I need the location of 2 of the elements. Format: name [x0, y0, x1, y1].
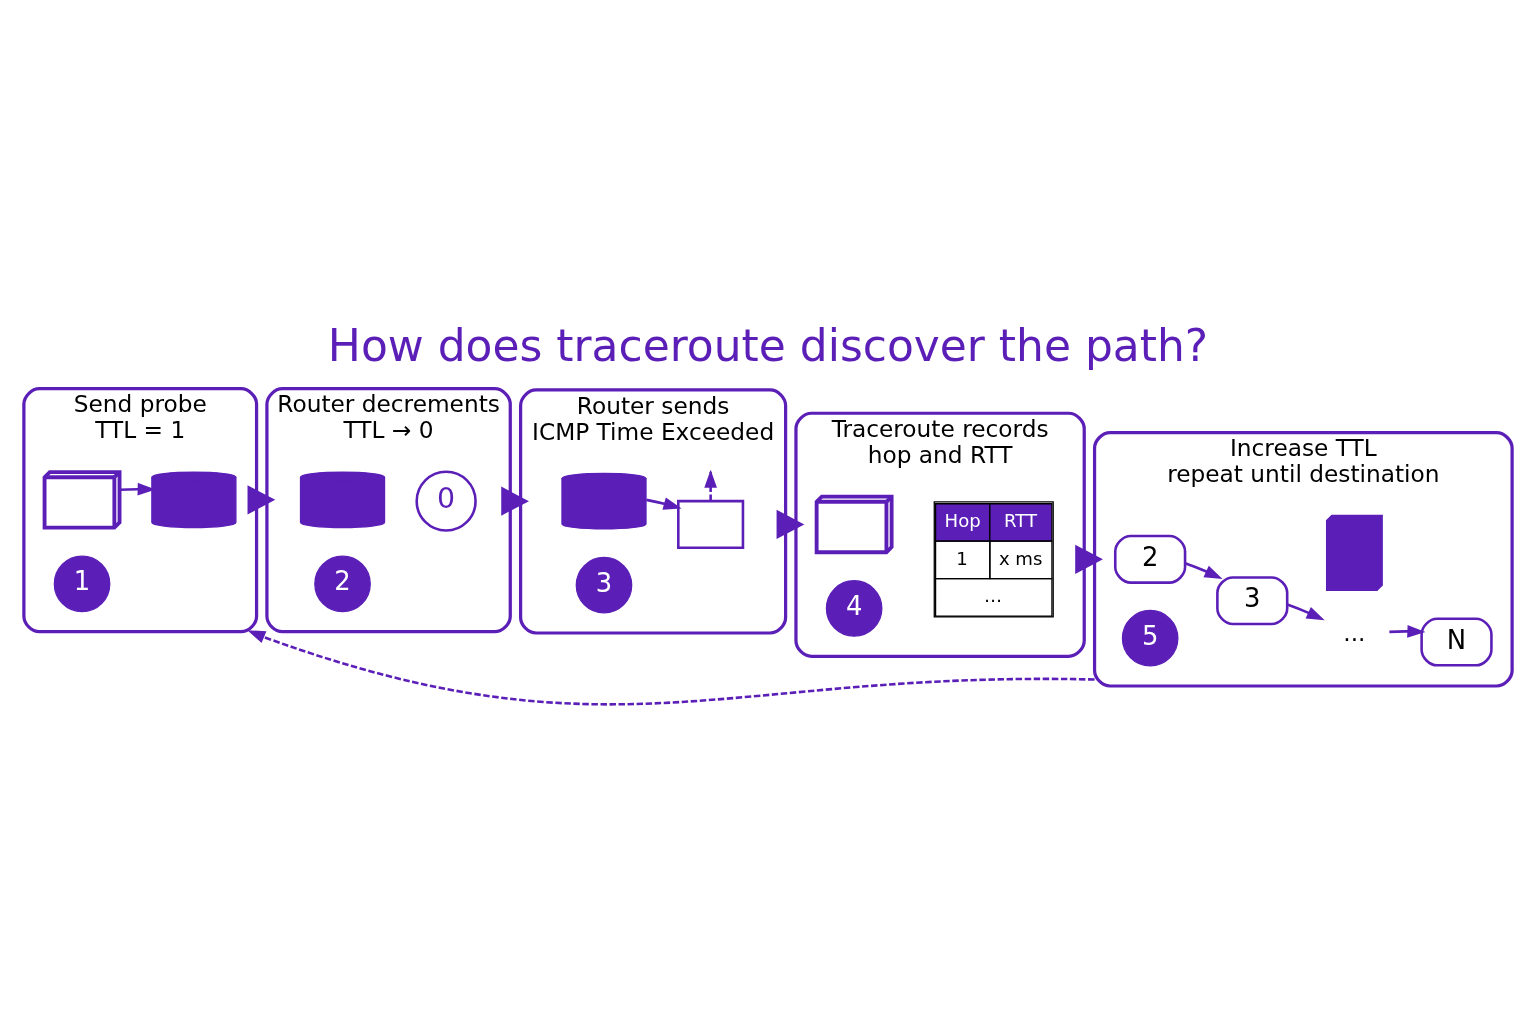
diagram-title: How does traceroute discover the path?: [327, 319, 1209, 370]
node-text: ···: [1343, 625, 1366, 653]
